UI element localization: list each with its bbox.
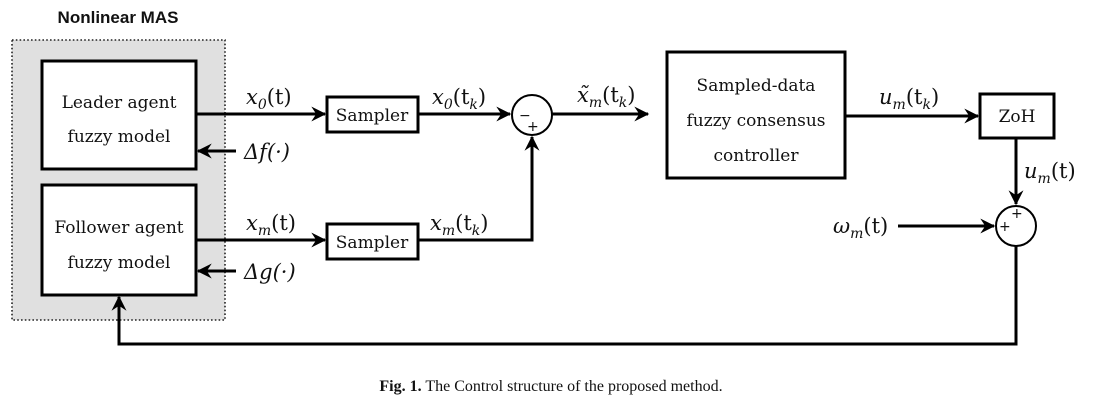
signal-um-tk: um(tk) [879, 85, 939, 113]
sampler-bottom-label: Sampler [336, 233, 409, 253]
signal-xm-t: xm(t) [246, 211, 296, 239]
signal-x0-t: x0(t) [246, 85, 292, 113]
controller-block: Sampled-data fuzzy consensus controller [665, 50, 847, 180]
signal-x0-tk: x0(tk) [432, 85, 486, 113]
signal-delta-g: Δg(·) [243, 260, 296, 284]
sampler-top-label: Sampler [336, 106, 409, 126]
leader-block-line2: fuzzy model [68, 127, 171, 147]
follower-agent-block: Follower agent fuzzy model [40, 183, 198, 297]
signal-um-t: um(t) [1024, 159, 1076, 187]
zoh-label: ZoH [999, 107, 1036, 127]
controller-line2: fuzzy consensus [687, 111, 826, 131]
sampler-bottom-block: Sampler [325, 222, 420, 261]
controller-line1: Sampled-data [697, 76, 816, 96]
zoh-block: ZoH [978, 92, 1056, 140]
figure-caption-label: Fig. 1. [379, 378, 422, 395]
signal-wm-t: ωm(t) [833, 214, 888, 242]
follower-block-line1: Follower agent [54, 218, 183, 238]
mas-group-title: Nonlinear MAS [58, 8, 179, 27]
wire-sampler-bottom-to-sum [418, 135, 540, 242]
error-minus-sign: − [519, 108, 531, 124]
signal-xm-tk: xm(tk) [430, 211, 488, 239]
follower-block-line2: fuzzy model [68, 253, 171, 273]
wire-feedback-to-follower [111, 246, 1018, 346]
figure-caption-text: The Control structure of the proposed me… [421, 378, 723, 395]
leader-block-line1: Leader agent [62, 93, 177, 113]
error-plus-sign: + [527, 119, 539, 135]
disturbance-summing-junction: + + [995, 205, 1037, 247]
leader-agent-block: Leader agent fuzzy model [40, 59, 198, 171]
error-summing-junction: − + [511, 94, 553, 136]
signal-error-tilde: x̃m(tk) [577, 83, 635, 111]
disturbance-top-plus: + [1011, 206, 1023, 222]
signal-delta-f: Δf(·) [243, 140, 290, 164]
disturbance-left-plus: + [999, 219, 1011, 235]
figure-caption: Fig. 1. The Control structure of the pro… [0, 378, 1102, 396]
controller-line3: controller [714, 146, 800, 166]
sampler-top-block: Sampler [325, 95, 420, 134]
